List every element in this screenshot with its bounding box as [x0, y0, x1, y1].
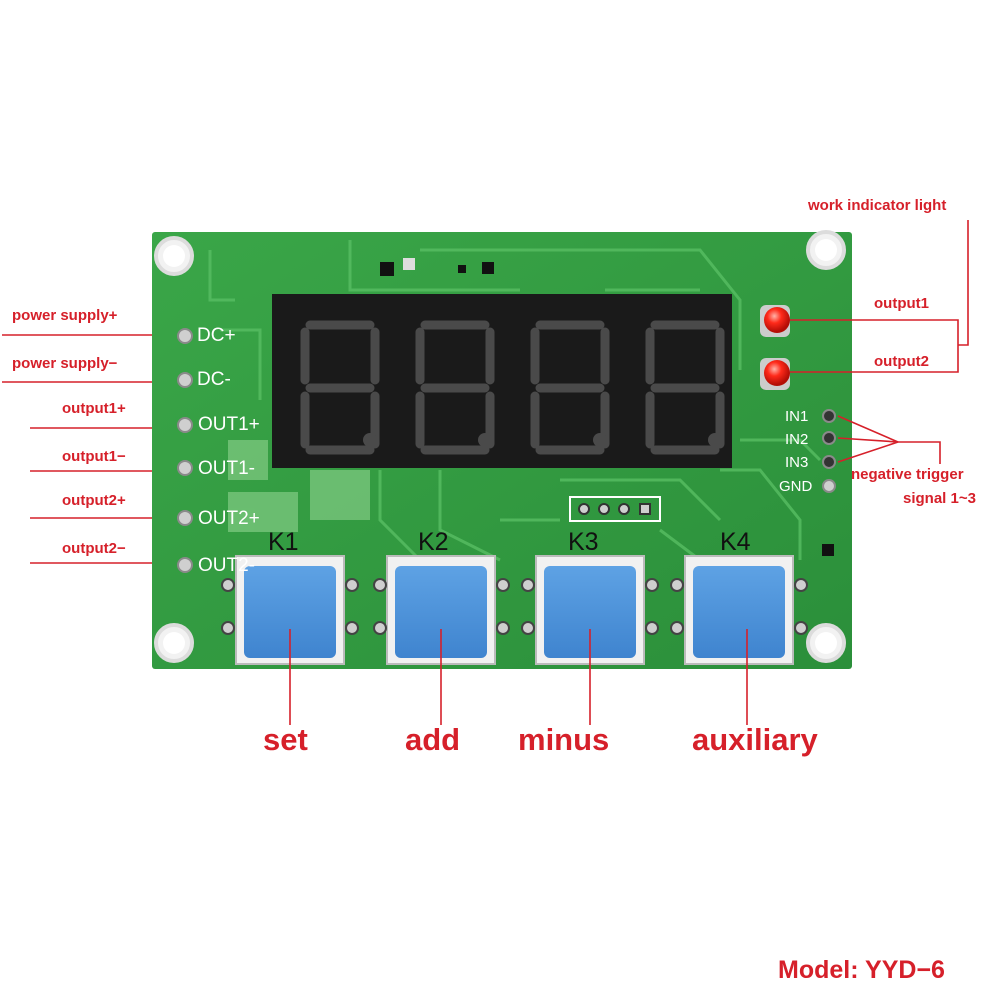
pin-out1-plus: OUT1+ — [198, 414, 260, 435]
pin-in2: IN2 — [785, 431, 809, 448]
key-label-k3: K3 — [568, 528, 599, 556]
function-label-minus: minus — [518, 722, 610, 757]
button-solder-pins — [221, 578, 808, 635]
function-label-add: add — [405, 722, 461, 757]
label-negative-trigger-signal: signal 1~3 — [903, 490, 976, 507]
function-label-auxiliary: auxiliary — [692, 722, 818, 757]
key-label-k4: K4 — [720, 528, 751, 556]
pin-gnd: GND — [779, 478, 813, 495]
pin-dc-minus: DC- — [197, 369, 231, 390]
pin-dc-plus: DC+ — [197, 325, 236, 346]
display-digits — [300, 320, 725, 455]
pin-out2-minus: OUT2- — [198, 555, 255, 576]
label-output2-plus: output2+ — [62, 492, 126, 509]
button-caps — [244, 566, 785, 658]
label-power-supply-minus: power supply− — [12, 355, 118, 372]
label-power-supply-plus: power supply+ — [12, 307, 118, 324]
label-negative-trigger: negative trigger — [851, 466, 964, 483]
key-label-k1: K1 — [268, 528, 299, 556]
label-output1-minus: output1− — [62, 448, 126, 465]
output-leds — [760, 305, 790, 390]
label-output2-led: output2 — [874, 353, 929, 370]
pin-in1: IN1 — [785, 408, 809, 425]
left-terminal-pins — [177, 328, 193, 573]
right-input-pins — [822, 409, 836, 493]
function-label-set: set — [263, 722, 308, 757]
label-work-indicator-light: work indicator light — [808, 197, 947, 214]
mount-holes — [154, 230, 846, 663]
label-output1-plus: output1+ — [62, 400, 126, 417]
pin-out1-minus: OUT1- — [198, 458, 255, 479]
annotation-lines — [2, 220, 969, 725]
key-label-k2: K2 — [418, 528, 449, 556]
pin-out2-plus: OUT2+ — [198, 508, 260, 529]
label-output1-led: output1 — [874, 295, 929, 312]
pin-in3: IN3 — [785, 454, 809, 471]
model-label: Model: YYD−6 — [778, 956, 945, 984]
label-output2-minus: output2− — [62, 540, 126, 557]
seven-segment-display — [272, 294, 732, 468]
